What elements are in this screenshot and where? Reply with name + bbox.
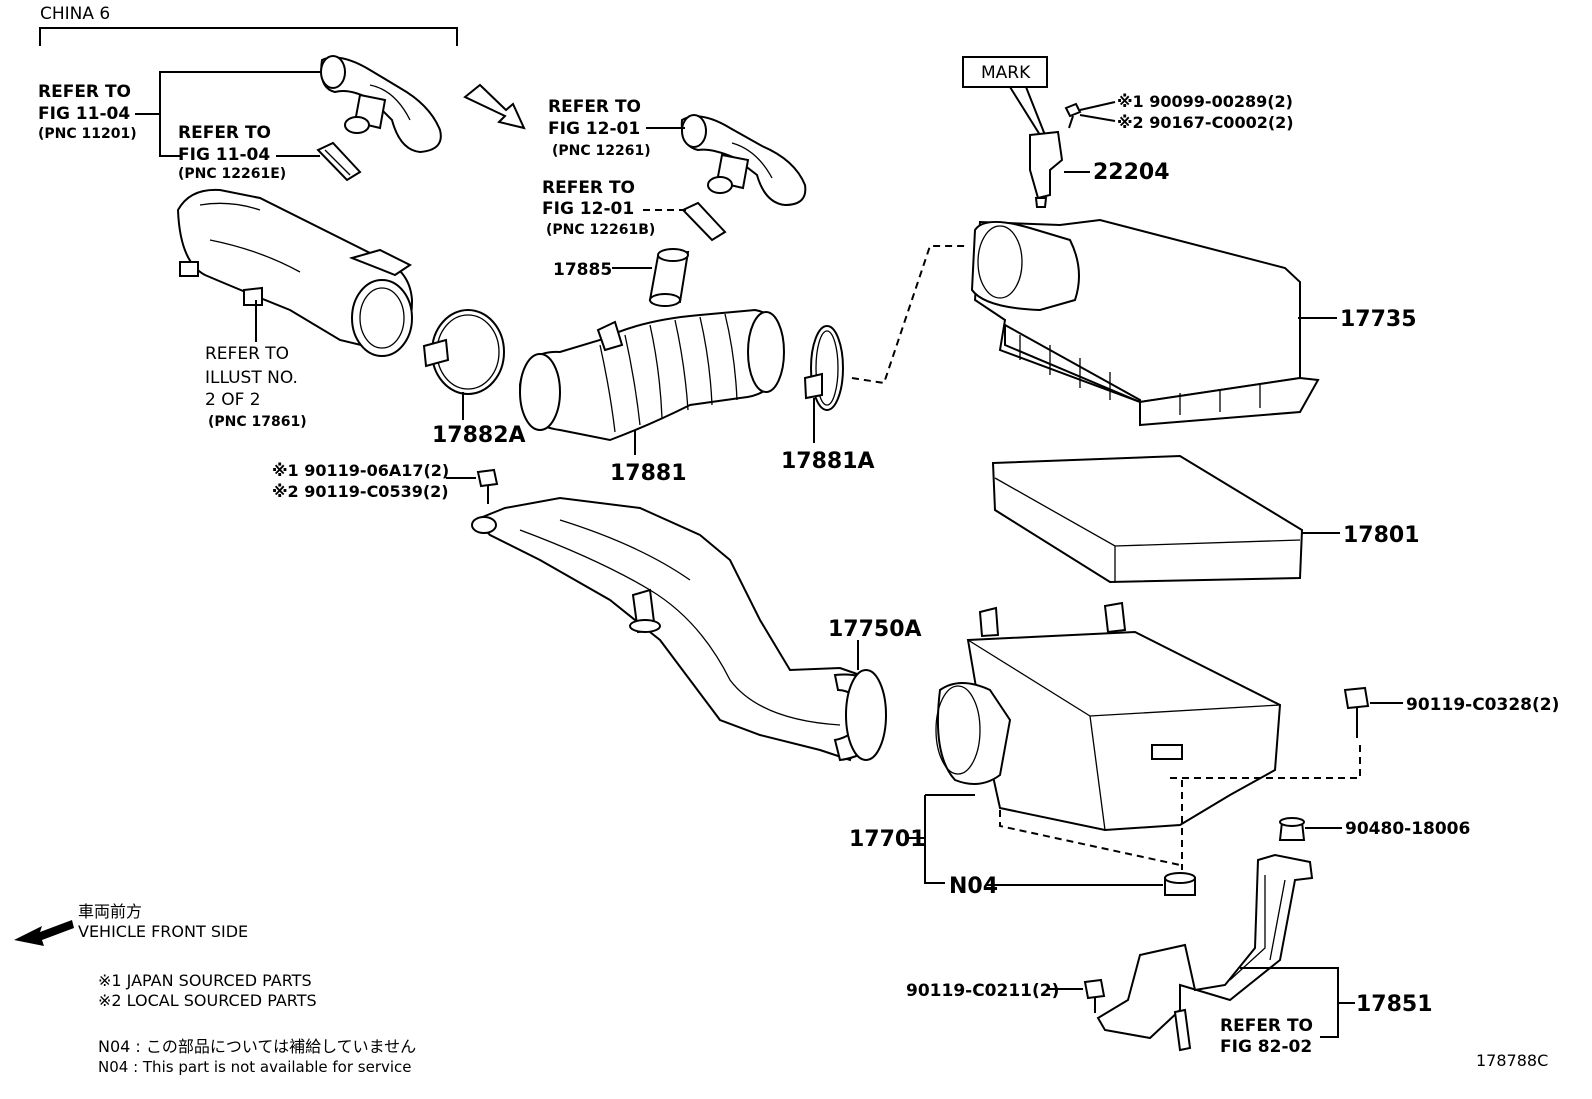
hose-11201-drawing (320, 55, 442, 154)
bolt-17750a-2: ※2 90119-C0539(2) (272, 482, 449, 501)
vehicle-front-arrow-icon (14, 920, 74, 946)
svg-text:REFER TO: REFER TO (1220, 1016, 1313, 1036)
part-17885: 17885 (553, 248, 690, 307)
svg-text:(PNC 17861): (PNC 17861) (208, 414, 307, 430)
svg-text:REFER TO: REFER TO (178, 123, 271, 143)
group-label: CHINA 6 (40, 4, 110, 24)
svg-text:(PNC 12261B): (PNC 12261B) (546, 222, 655, 238)
note-2: ※2 LOCAL SOURCED PARTS (98, 991, 317, 1010)
svg-text:REFER TO: REFER TO (548, 97, 641, 117)
svg-text:FIG 12-01: FIG 12-01 (548, 119, 640, 139)
label-17851: 17851 (1356, 992, 1433, 1017)
note-1: ※1 JAPAN SOURCED PARTS (98, 971, 312, 990)
svg-text:FIG 12-01: FIG 12-01 (542, 199, 634, 219)
part-17881: 17881 (518, 308, 785, 486)
hose-12261-drawing (680, 114, 807, 207)
bolt-0328: 90119-C0328(2) (1343, 686, 1559, 738)
bolt-18006-label: 90480-18006 (1345, 819, 1470, 839)
intake-duct-17861-drawing (176, 188, 414, 357)
illustration-id: 178788C (1476, 1051, 1548, 1070)
china6-bracket: CHINA 6 (39, 4, 458, 46)
clip-18006: 90480-18006 (1278, 817, 1470, 841)
ref-17861-callout: REFER TO ILLUST NO. 2 OF 2 (PNC 17861) (205, 300, 307, 430)
part-17750a: 17750A ※1 90119-06A17(2) ※2 90119-C0539(… (272, 461, 922, 762)
ref-12261e-callout: REFER TO FIG 11-04 (PNC 12261E) (178, 123, 320, 182)
label-17882a: 17882A (432, 423, 526, 448)
part-22204: MARK 22204 ※1 90099-00289(2) ※2 90167-C0… (962, 56, 1294, 208)
label-17801: 17801 (1343, 523, 1420, 548)
mark-label: MARK (981, 63, 1031, 83)
label-17701: 17701 (849, 827, 926, 852)
legend: 車両前方 VEHICLE FRONT SIDE ※1 JAPAN SOURCED… (14, 902, 416, 1076)
label-17881a: 17881A (781, 449, 875, 474)
part-17881a: 17881A (781, 325, 875, 474)
direction-arrow (463, 83, 526, 130)
part-17801: 17801 (991, 454, 1420, 584)
bolt-0211-label: 90119-C0211(2) (906, 981, 1059, 1001)
clamp-12261e-drawing (316, 141, 362, 182)
svg-text:(PNC 12261E): (PNC 12261E) (178, 166, 286, 182)
svg-text:ILLUST NO.: ILLUST NO. (205, 368, 298, 388)
bolt-22204-2: ※2 90167-C0002(2) (1117, 113, 1294, 132)
n04-note-jp: N04 : この部品については補給していません (98, 1037, 416, 1056)
front-en: VEHICLE FRONT SIDE (78, 922, 248, 941)
bolt-0211: 90119-C0211(2) (906, 978, 1106, 1013)
part-n04: N04 (949, 872, 1196, 899)
svg-text:2 OF 2: 2 OF 2 (205, 390, 261, 410)
ref-11201-callout: REFER TO FIG 11-04 (PNC 11201) (38, 71, 320, 157)
part-17882a: 17882A (422, 309, 526, 448)
label-17750a: 17750A (828, 617, 922, 642)
label-17885: 17885 (553, 260, 612, 280)
clamp-12261b-drawing (681, 201, 727, 242)
ref-12261-callout: REFER TO FIG 12-01 (PNC 12261) (548, 97, 685, 159)
svg-text:REFER TO: REFER TO (542, 178, 635, 198)
n04-note-en: N04 : This part is not available for ser… (98, 1058, 412, 1076)
bolt-17750a-1: ※1 90119-06A17(2) (272, 461, 449, 480)
ref-82-02-callout: REFER TO FIG 82-02 (1220, 1016, 1313, 1057)
label-22204: 22204 (1093, 160, 1170, 185)
front-jp: 車両前方 (78, 902, 142, 921)
label-n04: N04 (949, 874, 998, 899)
svg-text:(PNC 11201): (PNC 11201) (38, 126, 137, 142)
svg-text:REFER TO: REFER TO (38, 82, 131, 102)
part-17735: 17735 (970, 218, 1417, 427)
bolt-22204-1: ※1 90099-00289(2) (1117, 92, 1293, 111)
leader-17881a-17735 (851, 245, 968, 385)
svg-text:FIG 82-02: FIG 82-02 (1220, 1037, 1312, 1057)
svg-text:REFER TO: REFER TO (205, 344, 289, 364)
ref-12261b-callout: REFER TO FIG 12-01 (PNC 12261B) (542, 178, 686, 238)
svg-text:FIG 11-04: FIG 11-04 (38, 104, 130, 124)
part-17701: 17701 (849, 601, 1361, 884)
label-17735: 17735 (1340, 307, 1417, 332)
part-17851: 17851 (1096, 853, 1433, 1052)
svg-text:(PNC 12261): (PNC 12261) (552, 143, 651, 159)
label-17881: 17881 (610, 461, 687, 486)
bolt-0328-label: 90119-C0328(2) (1406, 695, 1559, 715)
svg-text:FIG 11-04: FIG 11-04 (178, 145, 270, 165)
